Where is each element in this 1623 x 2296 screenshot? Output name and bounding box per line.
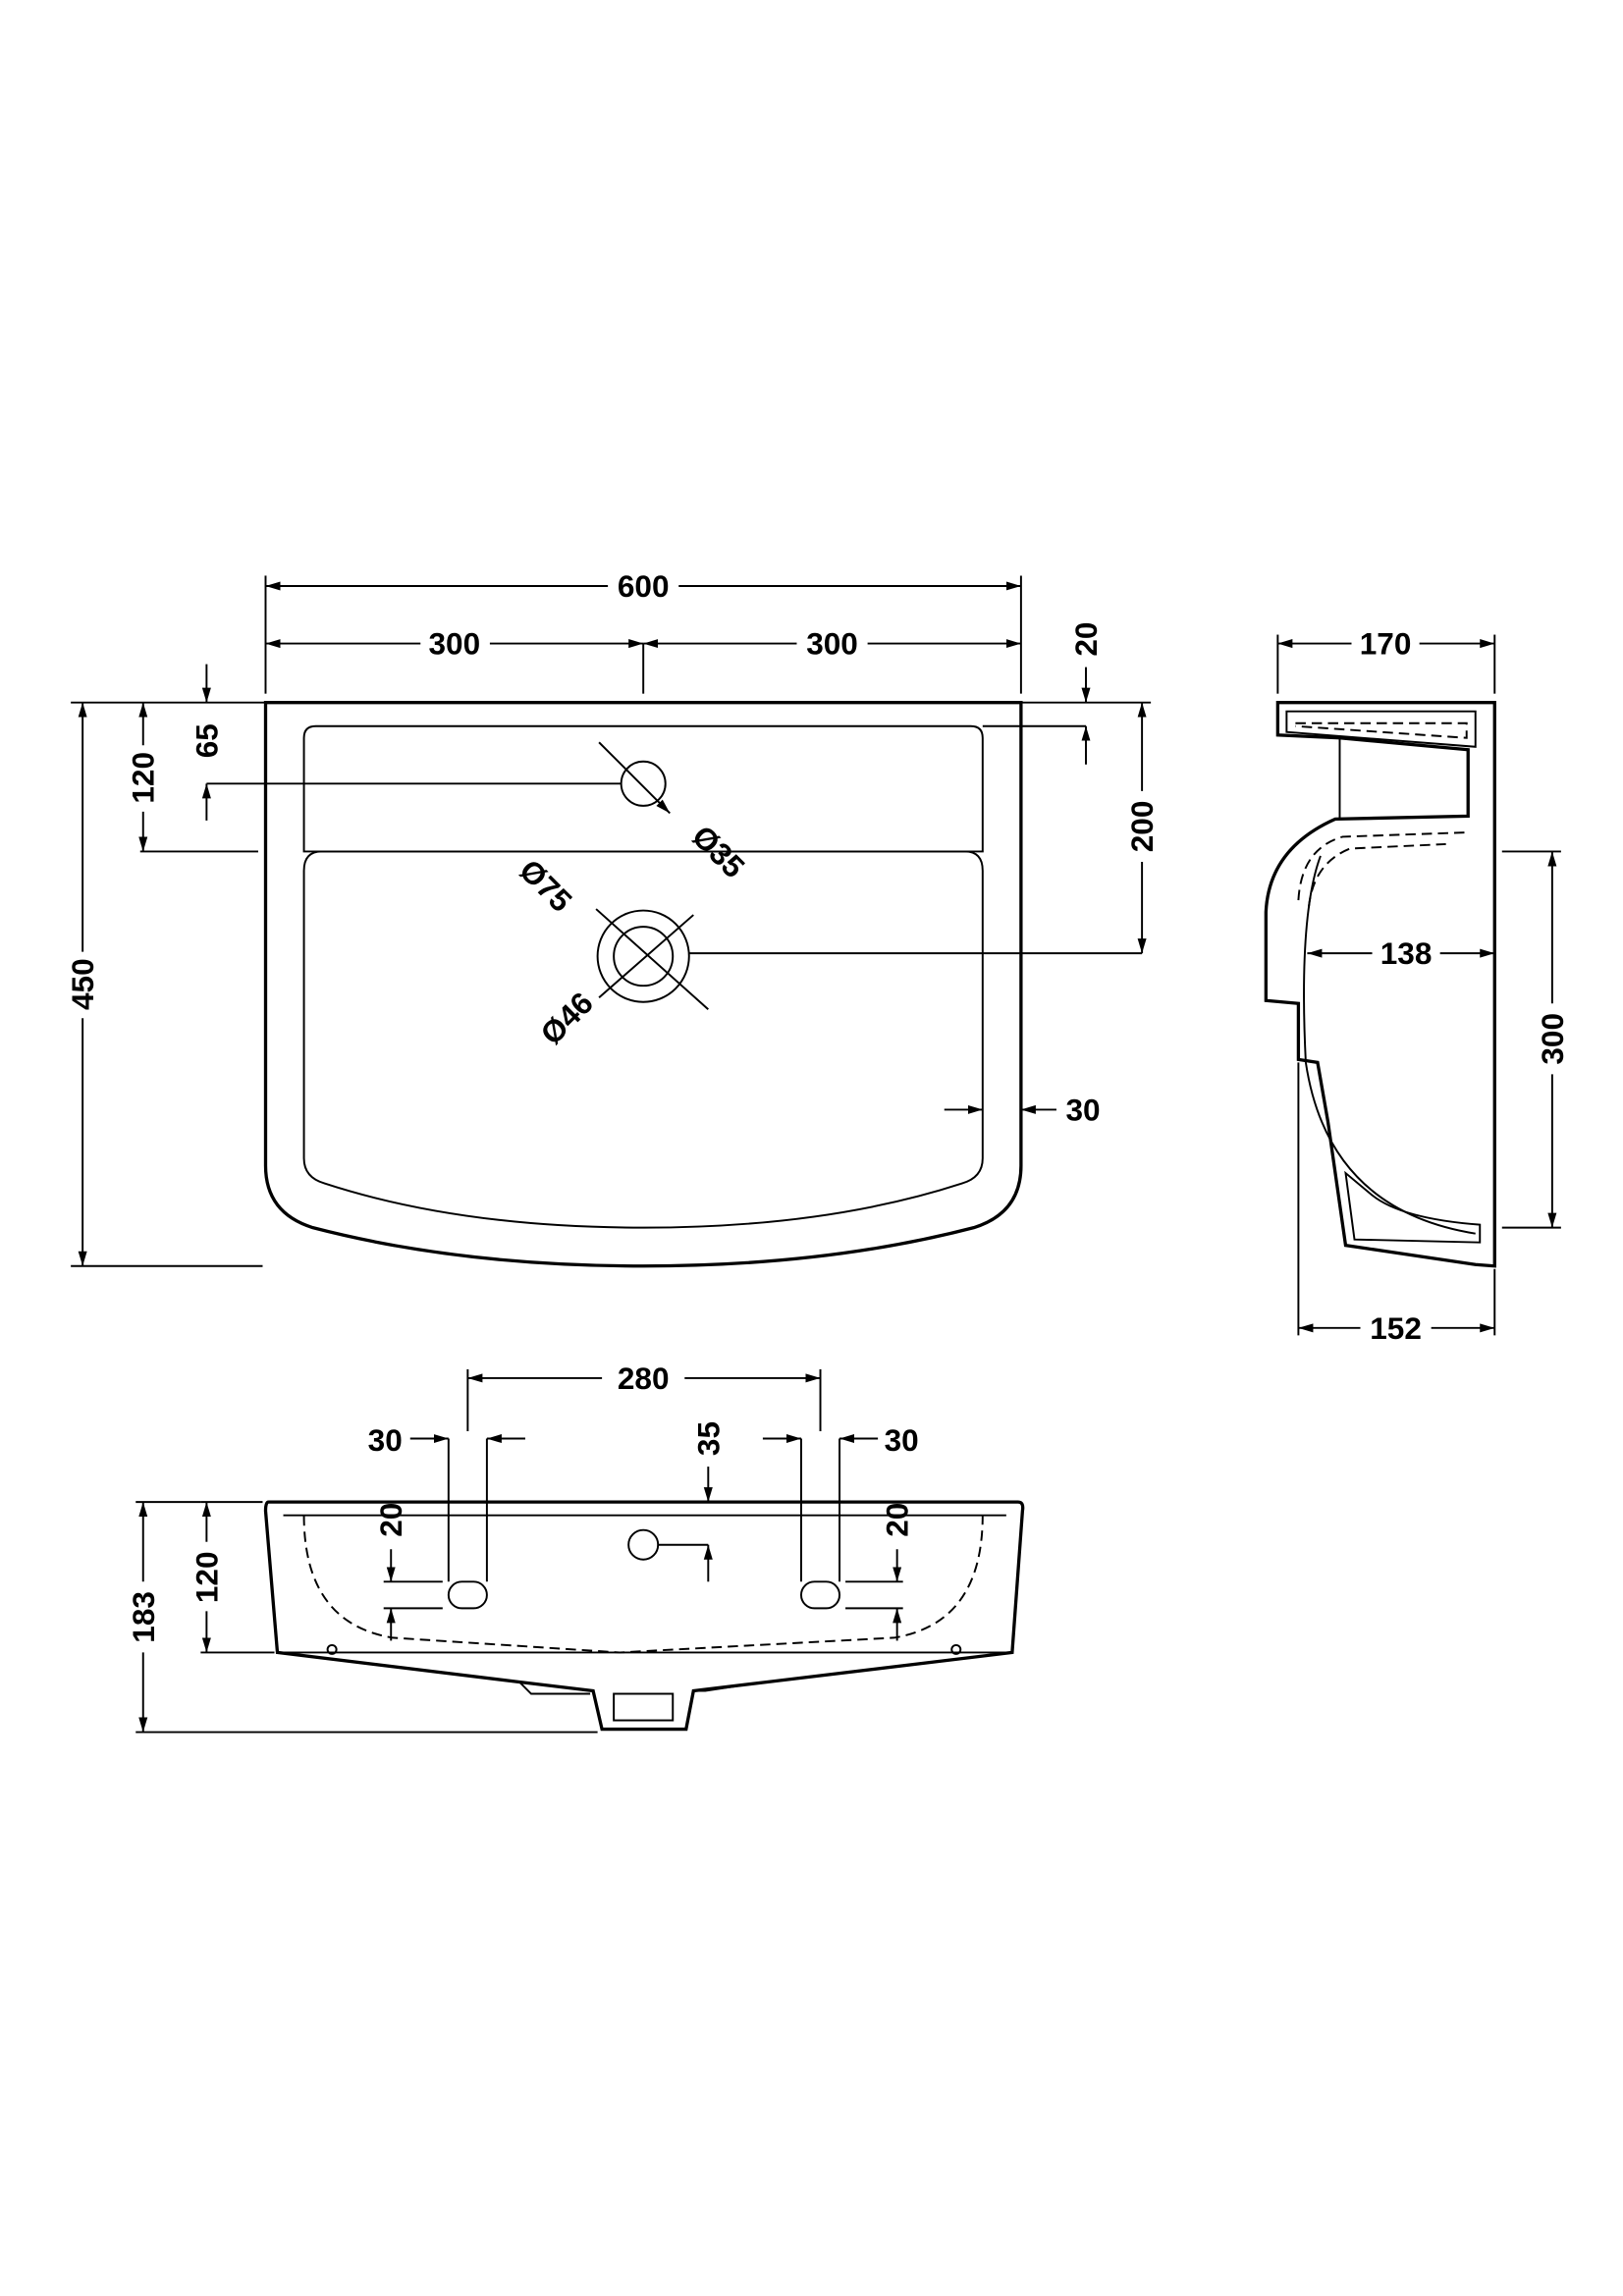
dim-top-depth: 170: [1360, 626, 1412, 662]
dim-tap-hole: Ø35: [685, 819, 752, 885]
dim-fixing-left-width: 30: [368, 1422, 403, 1458]
side-profile: [1264, 701, 1496, 1268]
tap-hole: [620, 760, 667, 807]
dim-side-wall: 30: [1065, 1092, 1100, 1127]
dim-base-depth: 152: [1370, 1310, 1422, 1346]
dim-overall-width: 600: [618, 568, 670, 604]
top-view: 600 300 300 20 200 30 450 120 65 Ø35 Ø75…: [65, 568, 1160, 1268]
dim-overall-depth: 450: [65, 958, 100, 1010]
bowl-outline: [302, 850, 984, 1229]
front-view: 280 30 30 35 20 20 120 183: [126, 1361, 1025, 1734]
waste-inner: [613, 926, 675, 988]
dim-tap-offset: 65: [189, 723, 224, 758]
dim-body-height: 120: [189, 1551, 224, 1603]
dim-bowl-height: 300: [1535, 1013, 1570, 1065]
dim-shelf-depth: 120: [126, 752, 161, 804]
tap-deck: [302, 724, 984, 853]
dim-half-left: 300: [429, 626, 481, 662]
dim-fixing-centres: 280: [618, 1361, 670, 1396]
dim-half-right: 300: [806, 626, 858, 662]
dim-waste-inner: Ø46: [533, 985, 600, 1051]
side-view: 170 138 300 152: [1264, 626, 1570, 1346]
waste-outer: [596, 909, 690, 1003]
fixing-slot-right: [800, 1580, 841, 1610]
fixing-slot-left: [447, 1580, 488, 1610]
dim-fixing-right-width: 30: [885, 1422, 919, 1458]
dim-overflow-drop: 35: [690, 1421, 726, 1456]
basin-outline: [263, 701, 1023, 1268]
dim-overall-height: 183: [126, 1591, 161, 1643]
dim-bowl-depth: 138: [1380, 935, 1433, 971]
front-profile: [263, 1500, 1025, 1732]
dim-waste-offset: 200: [1124, 801, 1160, 853]
dim-fixing-left-height: 20: [373, 1503, 408, 1537]
dim-fixing-right-height: 20: [880, 1503, 915, 1537]
dim-rim-depth: 20: [1068, 622, 1104, 657]
dim-waste-outer: Ø75: [513, 852, 579, 919]
